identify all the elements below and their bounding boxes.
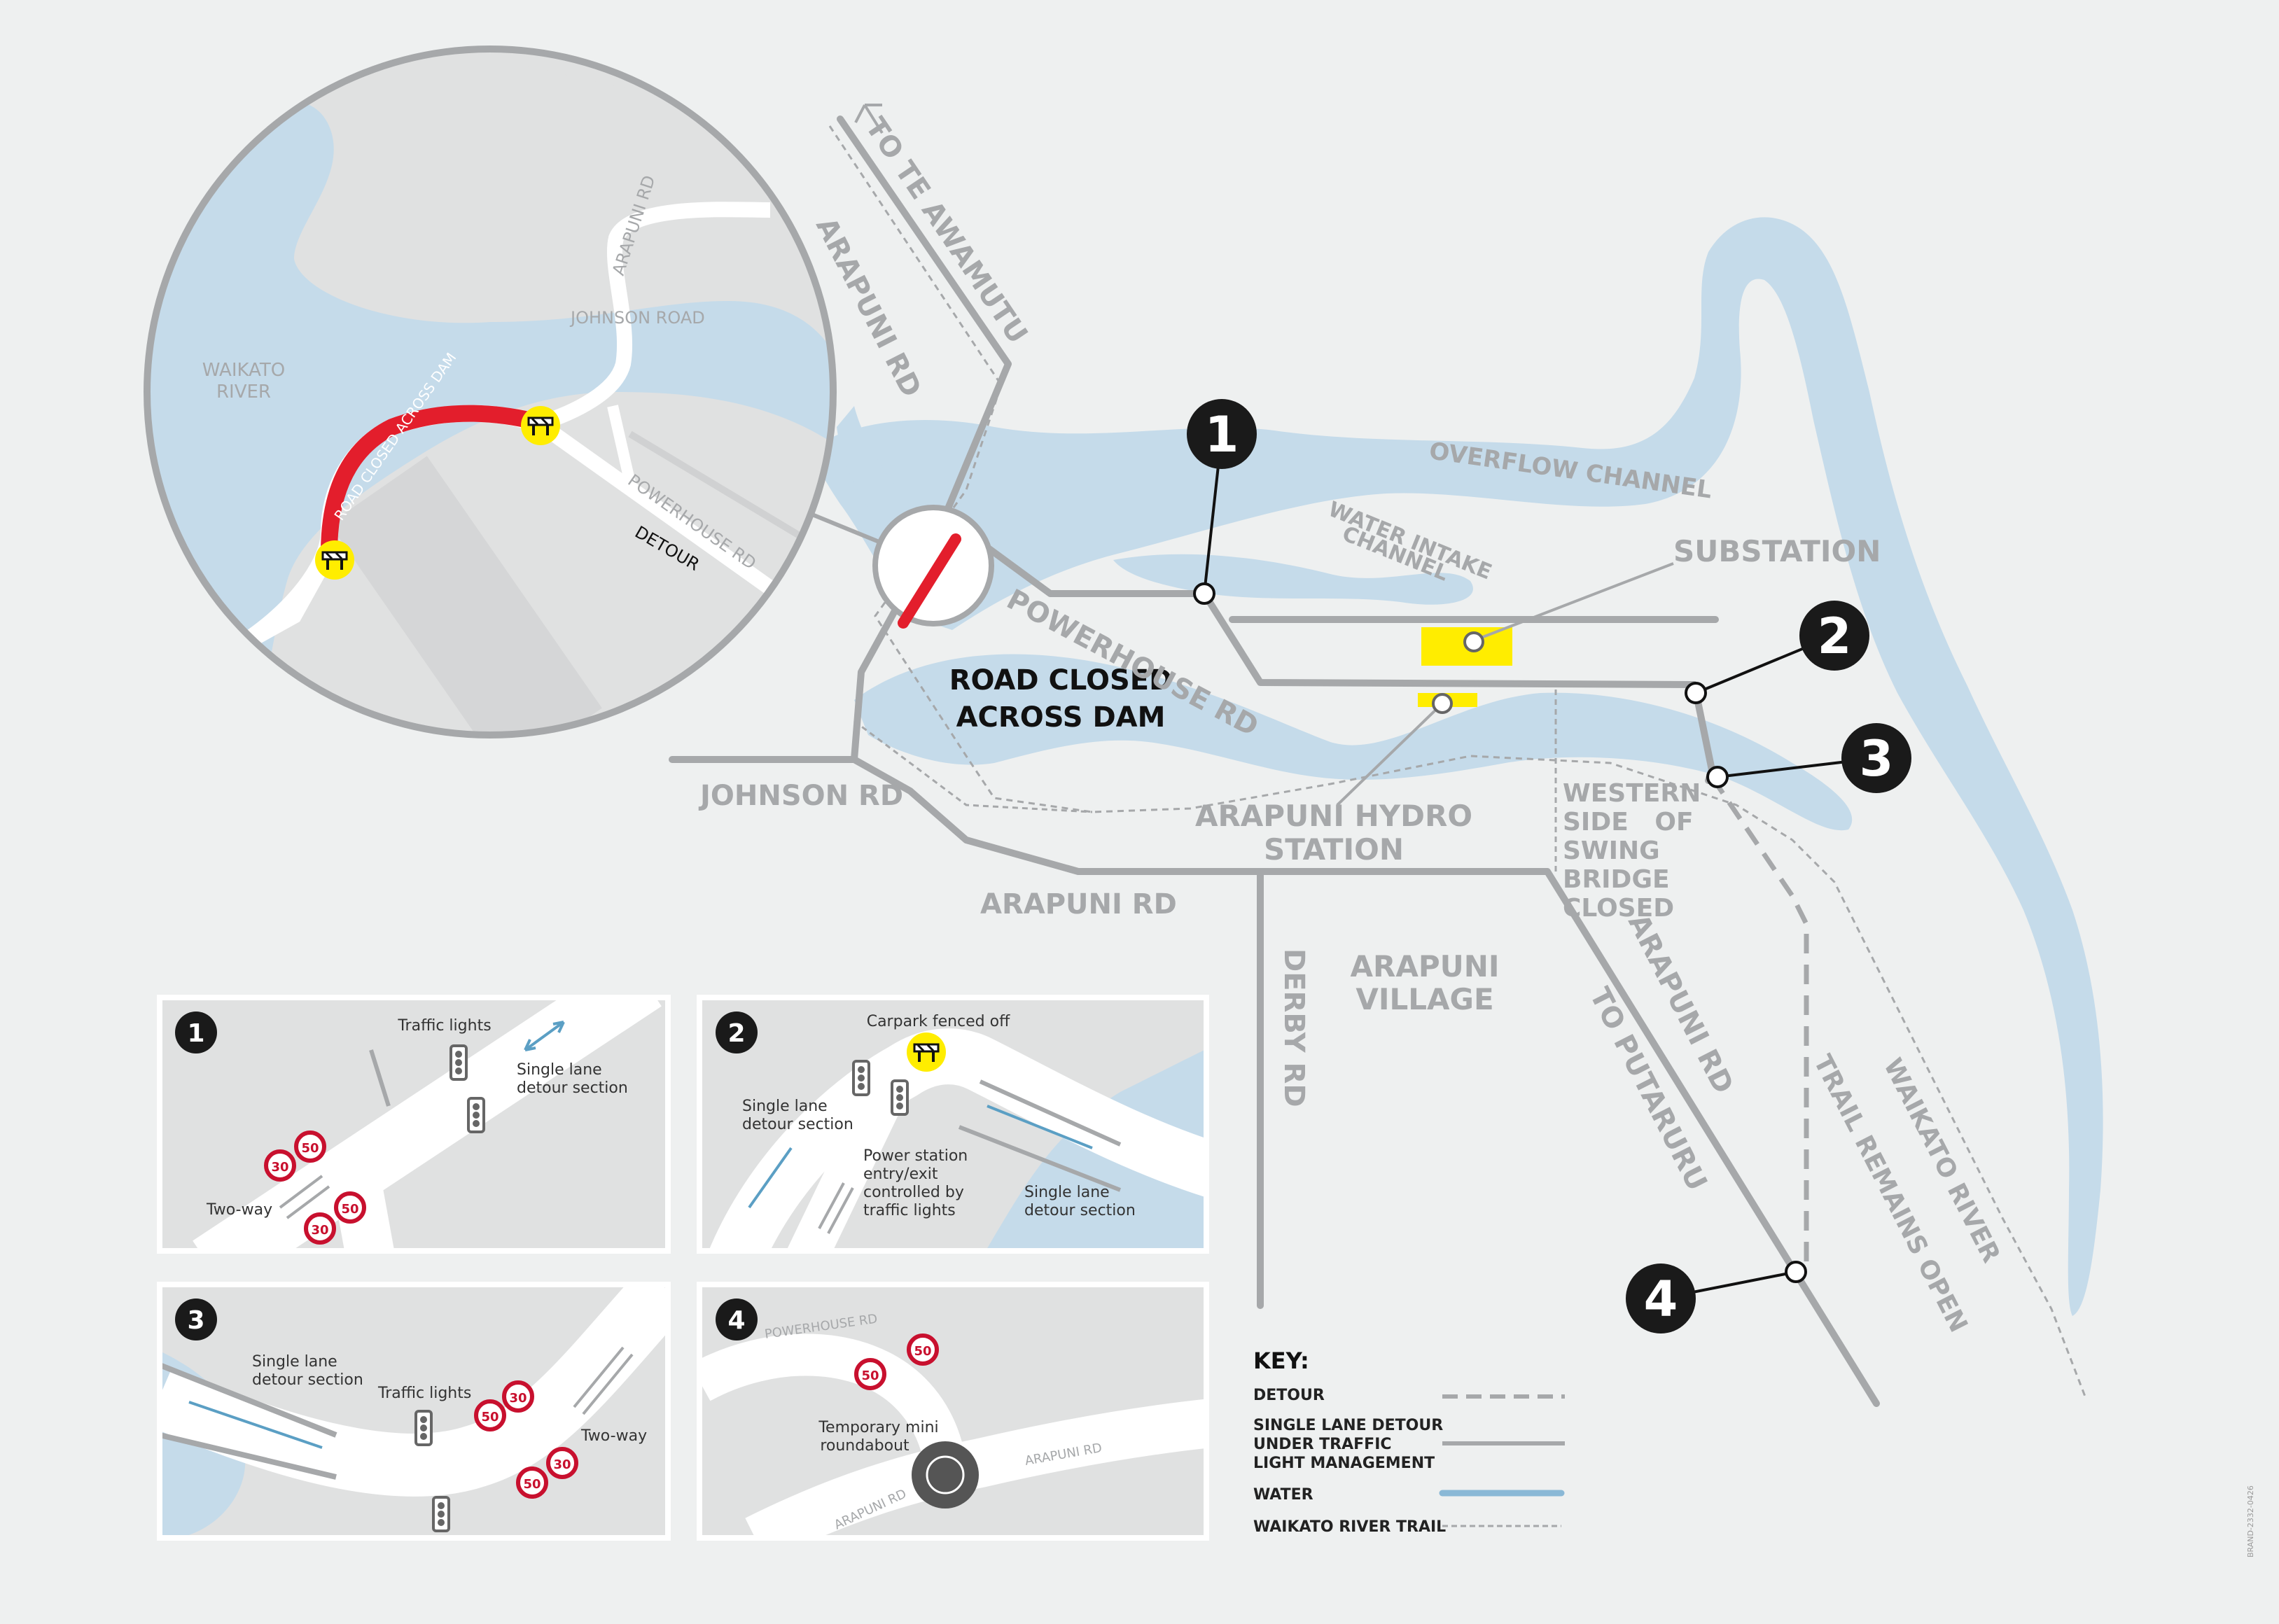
panel-1-speed-3: 50 xyxy=(341,1202,358,1217)
svg-text:CLOSED: CLOSED xyxy=(1563,894,1674,923)
label-village-1: ARAPUNI xyxy=(1350,949,1499,983)
panel-1: 1 Traffic lights Single lane detour sect… xyxy=(157,995,671,1254)
label-hydro-1: ARAPUNI HYDRO xyxy=(1195,799,1472,833)
label-substation: SUBSTATION xyxy=(1673,534,1881,568)
panel-3-speed-2: 30 xyxy=(509,1391,527,1406)
waikato-river-trail xyxy=(828,125,2088,1401)
panel-1-speed-1: 50 xyxy=(301,1141,319,1156)
key-detour: DETOUR xyxy=(1253,1387,1325,1404)
label-johnson-rd: JOHNSON RD xyxy=(698,780,903,812)
detour-route xyxy=(1710,776,1809,1267)
label-arapuni-rd-south: ARAPUNI RD xyxy=(980,888,1177,920)
panel-2-single-lane-2: detour section xyxy=(742,1116,853,1133)
svg-text:SIDE OF: SIDE OF xyxy=(1563,808,1694,836)
panel-2-power-4: traffic lights xyxy=(863,1202,956,1219)
panel-4-badge: 4 xyxy=(727,1306,745,1335)
panel-3-speed-4: 50 xyxy=(523,1477,541,1492)
callout-4-label: 4 xyxy=(1644,1270,1678,1328)
panel-2-power-1: Power station xyxy=(863,1147,968,1165)
panel-3-badge: 3 xyxy=(187,1306,204,1335)
panel-2: 2 Carpark fenced off Single lane detour … xyxy=(697,995,1209,1254)
zoom-river-1: WAIKATO xyxy=(202,360,285,381)
panel-2-badge: 2 xyxy=(727,1019,745,1048)
callout-markers: 1 2 3 4 xyxy=(1187,399,1911,1334)
panel-4-speed-2: 50 xyxy=(914,1344,931,1359)
substation-pin xyxy=(1463,631,1484,652)
panel-1-speed-2: 30 xyxy=(271,1160,288,1175)
panel-3-single-lane-2: detour section xyxy=(252,1371,363,1389)
svg-text:SWING: SWING xyxy=(1563,836,1660,865)
map-key: KEY: DETOUR SINGLE LANE DETOUR UNDER TRA… xyxy=(1253,1348,1565,1536)
panel-1-two-way: Two-way xyxy=(206,1201,272,1219)
panel-1-traffic-lights: Traffic lights xyxy=(397,1017,491,1035)
key-single-lane-3: LIGHT MANAGEMENT xyxy=(1253,1455,1435,1472)
panel-3-speed-1: 50 xyxy=(481,1410,499,1424)
footer-code: BRAND-2332-0426 xyxy=(2246,1485,2255,1558)
key-trail: WAIKATO RIVER TRAIL xyxy=(1253,1518,1446,1536)
key-title: KEY: xyxy=(1253,1348,1309,1374)
closure-line-2: ACROSS DAM xyxy=(956,701,1166,734)
label-hydro-2: STATION xyxy=(1264,832,1404,867)
zoom-johnson-road: JOHNSON ROAD xyxy=(569,308,705,328)
panel-3-two-way: Two-way xyxy=(580,1427,647,1445)
panel-2-single-lane-b2: detour section xyxy=(1024,1202,1136,1219)
panel-1-single-lane-1: Single lane xyxy=(517,1061,602,1079)
callout-1-label: 1 xyxy=(1205,406,1239,463)
panel-4-mini-1: Temporary mini xyxy=(818,1419,938,1436)
key-single-lane-1: SINGLE LANE DETOUR xyxy=(1253,1417,1443,1434)
panel-3: 3 Single lane detour section Traffic lig… xyxy=(157,1282,671,1541)
panel-3-traffic-lights: Traffic lights xyxy=(377,1385,471,1402)
panel-2-power-3: controlled by xyxy=(863,1184,964,1201)
panel-3-single-lane-1: Single lane xyxy=(252,1353,337,1371)
panel-2-single-lane-b1: Single lane xyxy=(1024,1184,1110,1201)
label-derby-rd: DERBY RD xyxy=(1278,948,1310,1107)
zoom-river-2: RIVER xyxy=(216,382,271,402)
panel-1-badge: 1 xyxy=(187,1019,204,1048)
label-swing-bridge: WESTERN SIDE OF SWING BRIDGE CLOSED xyxy=(1563,779,1701,923)
svg-text:BRIDGE: BRIDGE xyxy=(1563,865,1670,894)
trail-line-thin xyxy=(853,690,1557,872)
closure-line-1: ROAD CLOSED xyxy=(949,664,1173,696)
key-single-lane-2: UNDER TRAFFIC xyxy=(1253,1436,1392,1453)
panel-1-single-lane-2: detour section xyxy=(517,1079,628,1097)
panel-2-single-lane-1: Single lane xyxy=(742,1098,828,1115)
label-village-2: VILLAGE xyxy=(1355,982,1493,1016)
panel-4: 4 POWERHOUSE RD Temporary mini roundabou… xyxy=(697,1282,1209,1541)
panel-4-speed-1: 50 xyxy=(861,1368,879,1383)
panel-2-carpark: Carpark fenced off xyxy=(867,1013,1010,1030)
panel-2-power-2: entry/exit xyxy=(863,1166,938,1183)
key-water: WATER xyxy=(1253,1486,1313,1504)
road-closed-symbol xyxy=(872,505,994,629)
callout-3-label: 3 xyxy=(1860,730,1894,788)
hydro-station-pin xyxy=(1432,693,1453,714)
callout-2-label: 2 xyxy=(1818,608,1852,665)
svg-text:WESTERN: WESTERN xyxy=(1563,779,1701,808)
panel-4-mini-2: roundabout xyxy=(820,1437,909,1455)
zoom-inset: WAIKATO RIVER ARAPUNI RD JOHNSON ROAD RO… xyxy=(144,46,837,738)
panel-3-speed-3: 30 xyxy=(553,1457,571,1472)
panel-1-speed-4: 30 xyxy=(311,1223,328,1238)
